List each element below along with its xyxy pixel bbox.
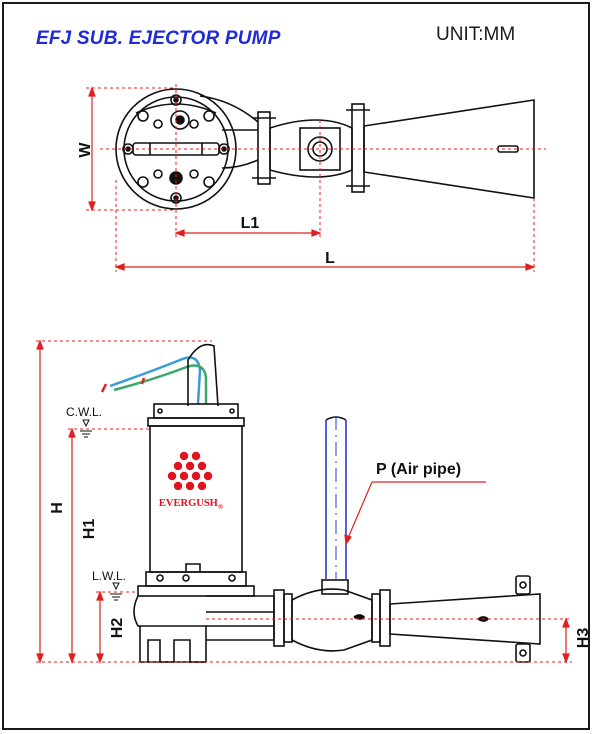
discharge-elbow [206,595,275,641]
air-pipe-leader [344,481,486,546]
outlet-mark [169,171,183,185]
air-inlet-port [307,136,333,162]
lwl-symbol [110,582,122,601]
pump-volute [133,595,207,663]
top-dimension-lines [86,84,546,272]
power-cables [100,356,208,405]
evergush-logo [167,451,213,491]
air-pipe-socket [321,579,349,595]
page-title: EFJ SUB. EJECTOR PUMP [36,28,281,49]
motor-top-cap [153,403,239,419]
flange-2 [351,103,365,193]
dim-h-label: H [49,502,66,514]
dim-l1-label: L1 [241,215,260,232]
side-mixing-chamber [291,588,373,652]
air-pipe-label: P (Air pipe) [376,461,461,478]
dim-w-label: W [77,142,94,158]
pump-housing-outline [115,88,237,210]
dim-l-label: L [325,250,335,267]
side-lifting-handle [187,343,219,407]
cwl-label: C.W.L. [66,405,102,419]
lwl-label: L.W.L. [92,569,126,583]
air-pipe [325,416,347,580]
side-flange-2 [371,593,381,643]
cable-entry [170,110,190,130]
flange-1 [257,111,271,185]
unit-label: UNIT:MM [436,24,516,45]
discharge-neck [221,129,259,169]
side-view [133,343,541,663]
bracket-bottom [515,643,531,663]
brand-name: EVERGUSH® [159,498,224,511]
side-diffuser [389,593,541,645]
side-dimension-arrows [36,339,570,664]
dim-h1-label: H1 [81,519,98,540]
motor-lower-flange [145,571,247,587]
side-flange-1 [273,589,285,647]
dim-h2-label: H2 [109,618,126,639]
side-dimension-lines [36,340,572,663]
top-dimension-arrows [88,86,536,271]
cwl-symbol [80,419,92,438]
bracket-top [515,575,531,595]
dim-h3-label: H3 [575,628,592,649]
